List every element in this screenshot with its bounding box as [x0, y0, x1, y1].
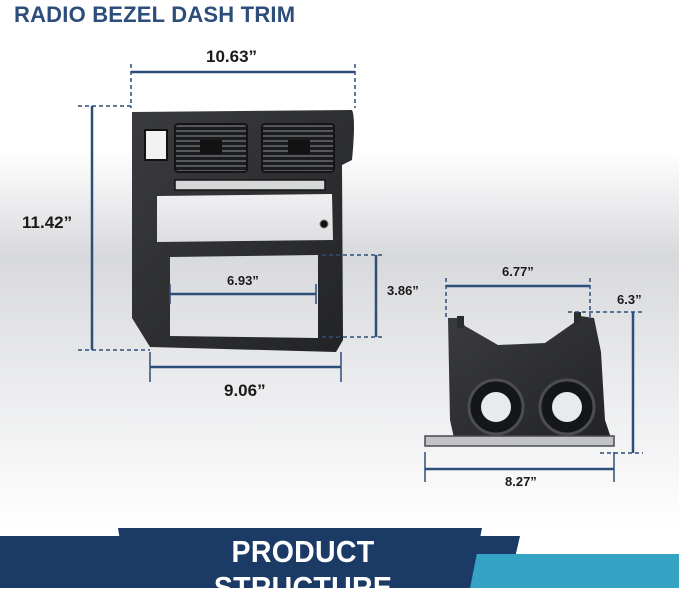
bezel-height-label: 11.42” — [22, 213, 73, 232]
cup-holder-top-width-label: 6.77” — [502, 264, 534, 279]
left-vent-knob — [200, 140, 222, 154]
switch-opening — [144, 129, 168, 161]
opening-width-label: 6.93” — [227, 273, 259, 288]
banner-background — [0, 528, 679, 588]
radio-bezel — [132, 110, 354, 352]
left-cup-hole — [481, 392, 511, 422]
cup-holder-tray — [424, 435, 615, 447]
opening-height-label: 3.86” — [387, 283, 419, 298]
product-diagram — [78, 64, 643, 482]
page-title: RADIO BEZEL DASH TRIM — [14, 2, 296, 27]
banner-title: PRODUCT STRUCTURE — [213, 534, 393, 605]
bezel-width-label: 10.63” — [206, 47, 258, 66]
right-vent-knob — [288, 140, 310, 154]
right-cup-hole — [552, 392, 582, 422]
dimension-lines — [78, 64, 643, 482]
cup-holder — [424, 312, 615, 447]
cup-holder-height-label: 6.3” — [617, 292, 642, 307]
bezel-bottom-width-label: 9.06” — [224, 381, 266, 400]
cup-holder-bottom-width-label: 8.27” — [505, 474, 537, 489]
